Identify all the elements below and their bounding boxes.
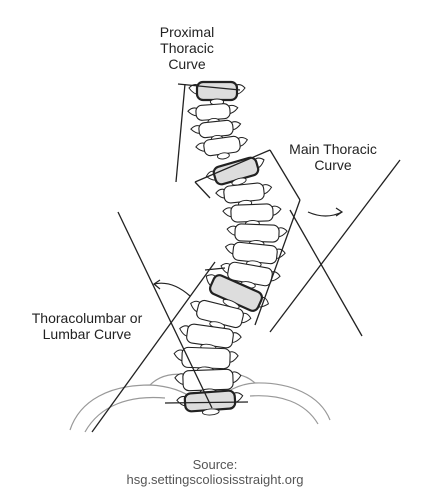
thoracolumbar-curve-label: Thoracolumbar or Lumbar Curve [2,310,172,342]
lumbar-label-line-1: Thoracolumbar or [31,310,143,326]
vertebral-body [195,80,239,102]
main-line-long [269,159,401,333]
proximal-upper-line [177,83,241,91]
lumbar-upper-line [117,211,213,409]
source-caption: Source: hsg.settingscoliosisstraight.org [80,457,350,487]
spinous-process [202,408,220,416]
proximal-label-line-3: Curve [168,56,206,72]
end-vertebra [176,389,244,416]
vertebral-body [181,346,231,370]
main-box-lower-left [194,181,211,199]
end-vertebra [205,156,265,186]
main-line-down [289,209,363,337]
lumbar-bottom-line [164,401,249,404]
main-angle-arrow [335,207,344,217]
main-label-line-2: Curve [314,157,352,173]
spinous-process [216,152,230,160]
vertebral-body [234,223,280,243]
main-label-line-1: Main Thoracic [289,141,377,157]
source-line-1: Source: [192,457,238,472]
proximal-side-line [175,83,186,183]
vertebral-body [183,389,237,413]
vertebra [224,241,286,268]
vertebra [226,223,288,247]
main-thoracic-curve-label: Main Thoracic Curve [268,141,398,173]
vertebral-body [230,203,274,223]
vertebra [190,299,252,330]
vertebra [222,203,282,227]
angle-arcs [152,207,344,297]
proximal-label-line-1: Proximal [159,24,215,40]
main-box-top [194,149,271,183]
proximal-thoracic-curve-label: Proximal Thoracic Curve [132,24,242,72]
main-box-right [269,149,301,201]
vertebra [220,261,281,289]
vertebral-body [182,368,234,392]
vertebral-body [195,103,231,121]
lumbar-angle-arc [153,282,191,297]
lumbar-lower-line [91,261,216,433]
vertebra [195,135,249,160]
lumbar-angle-arrow [152,279,161,290]
lumbar-box-top [204,267,226,271]
spinal-column [173,80,288,416]
vertebra [179,323,242,351]
cobb-lines [91,83,401,433]
source-line-2: hsg.settingscoliosisstraight.org [126,472,304,487]
proximal-label-line-2: Thoracic [160,40,214,56]
end-vertebra [205,274,269,312]
lumbar-label-line-2: Lumbar Curve [42,326,132,342]
lumbar-box-right [254,199,301,326]
